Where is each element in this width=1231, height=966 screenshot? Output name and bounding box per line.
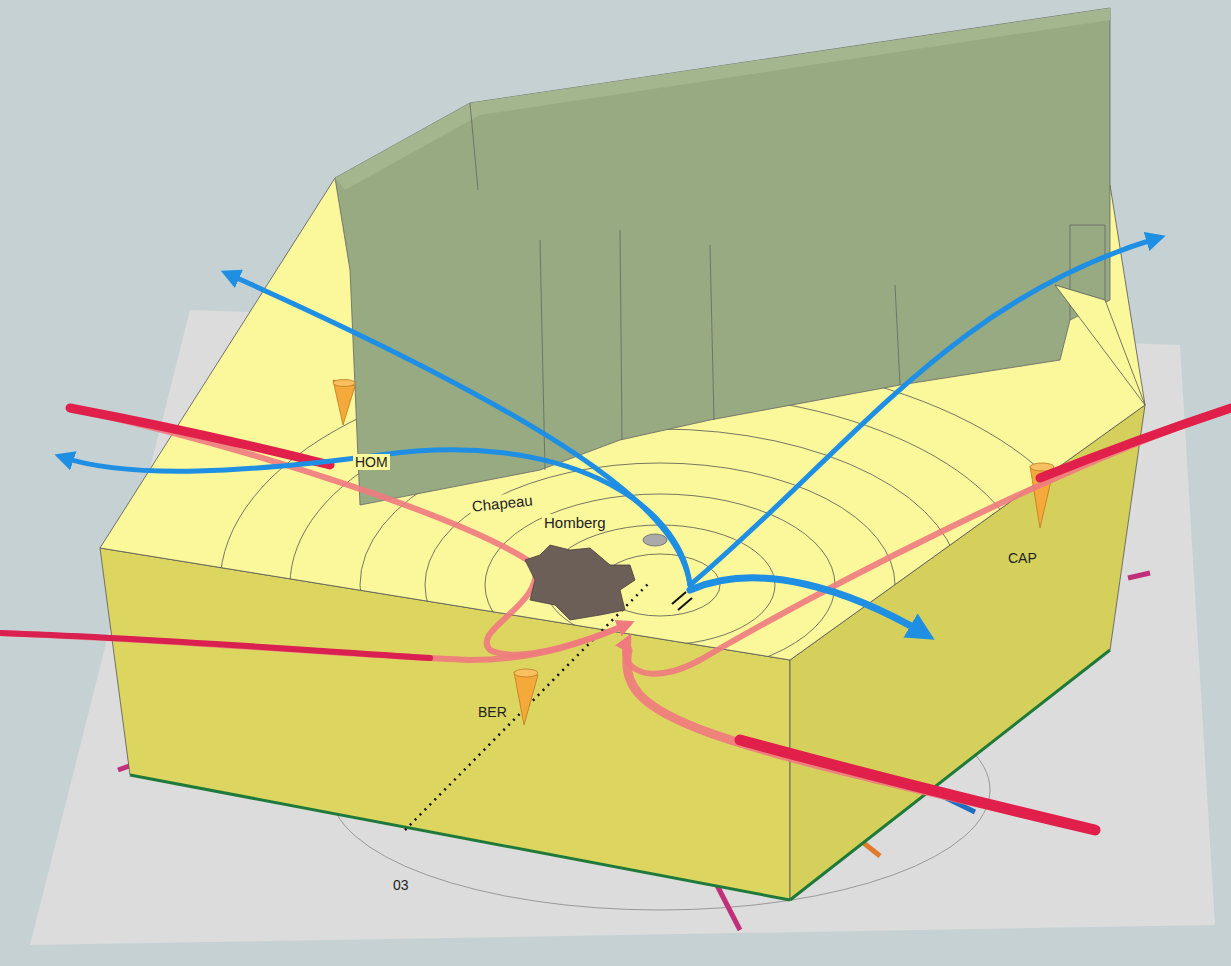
block-base-edge <box>130 775 790 900</box>
station-label: CAP <box>1006 550 1039 566</box>
block-top-notch <box>1055 285 1145 405</box>
runway-mark <box>672 592 686 604</box>
place-name: Homberg <box>542 514 608 531</box>
town-shape <box>525 545 635 620</box>
hill-point: Homberg <box>542 514 682 554</box>
station-label: BER <box>476 704 509 720</box>
runway-number: 03 <box>391 877 411 893</box>
block-base-edge <box>790 650 1110 900</box>
runway-mark <box>678 598 692 610</box>
measurement-cones <box>333 380 1054 726</box>
runway-axis <box>405 582 650 830</box>
outflow-arrows <box>62 238 1158 634</box>
place-name: Chapeau <box>469 491 535 515</box>
hill-marker <box>643 534 667 546</box>
terrain-wall <box>335 8 1110 505</box>
terrain-wall-top <box>335 8 1110 190</box>
station-label: HOM <box>353 454 390 470</box>
inflow-arrows <box>0 408 1231 830</box>
terrain-wall-edges <box>470 103 1105 470</box>
